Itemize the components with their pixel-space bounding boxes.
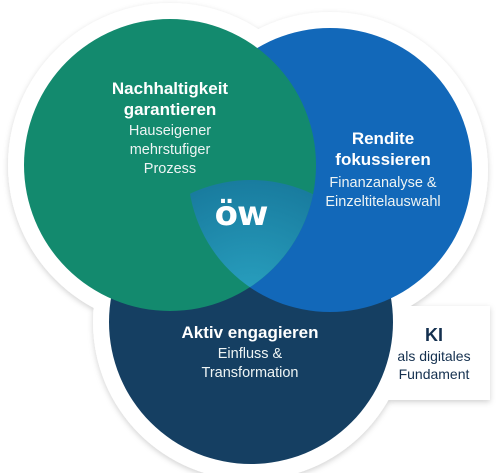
ki-subtitle: als digitales Fundament: [397, 348, 471, 382]
rendite-label: Rendite fokussieren Finanzanalyse & Einz…: [318, 128, 448, 212]
aktiv-label: Aktiv engagieren Einfluss & Transformati…: [165, 322, 335, 383]
nachhaltigkeit-title: Nachhaltigkeit garantieren: [111, 79, 229, 119]
ki-title: KI: [425, 325, 443, 345]
ki-panel: KI als digitales Fundament: [385, 313, 483, 393]
aktiv-title: Aktiv engagieren: [181, 323, 319, 342]
rendite-subtitle: Finanzanalyse & Einzeltitelauswahl: [325, 175, 441, 210]
aktiv-subtitle: Einfluss & Transformation: [201, 346, 299, 381]
oew-logo: öw: [214, 194, 269, 234]
nachhaltigkeit-label: Nachhaltigkeit garantieren Hauseigener m…: [70, 78, 270, 179]
nachhaltigkeit-subtitle: Hauseigener mehrstufiger Prozess: [128, 123, 212, 177]
rendite-title: Rendite fokussieren: [335, 129, 431, 169]
